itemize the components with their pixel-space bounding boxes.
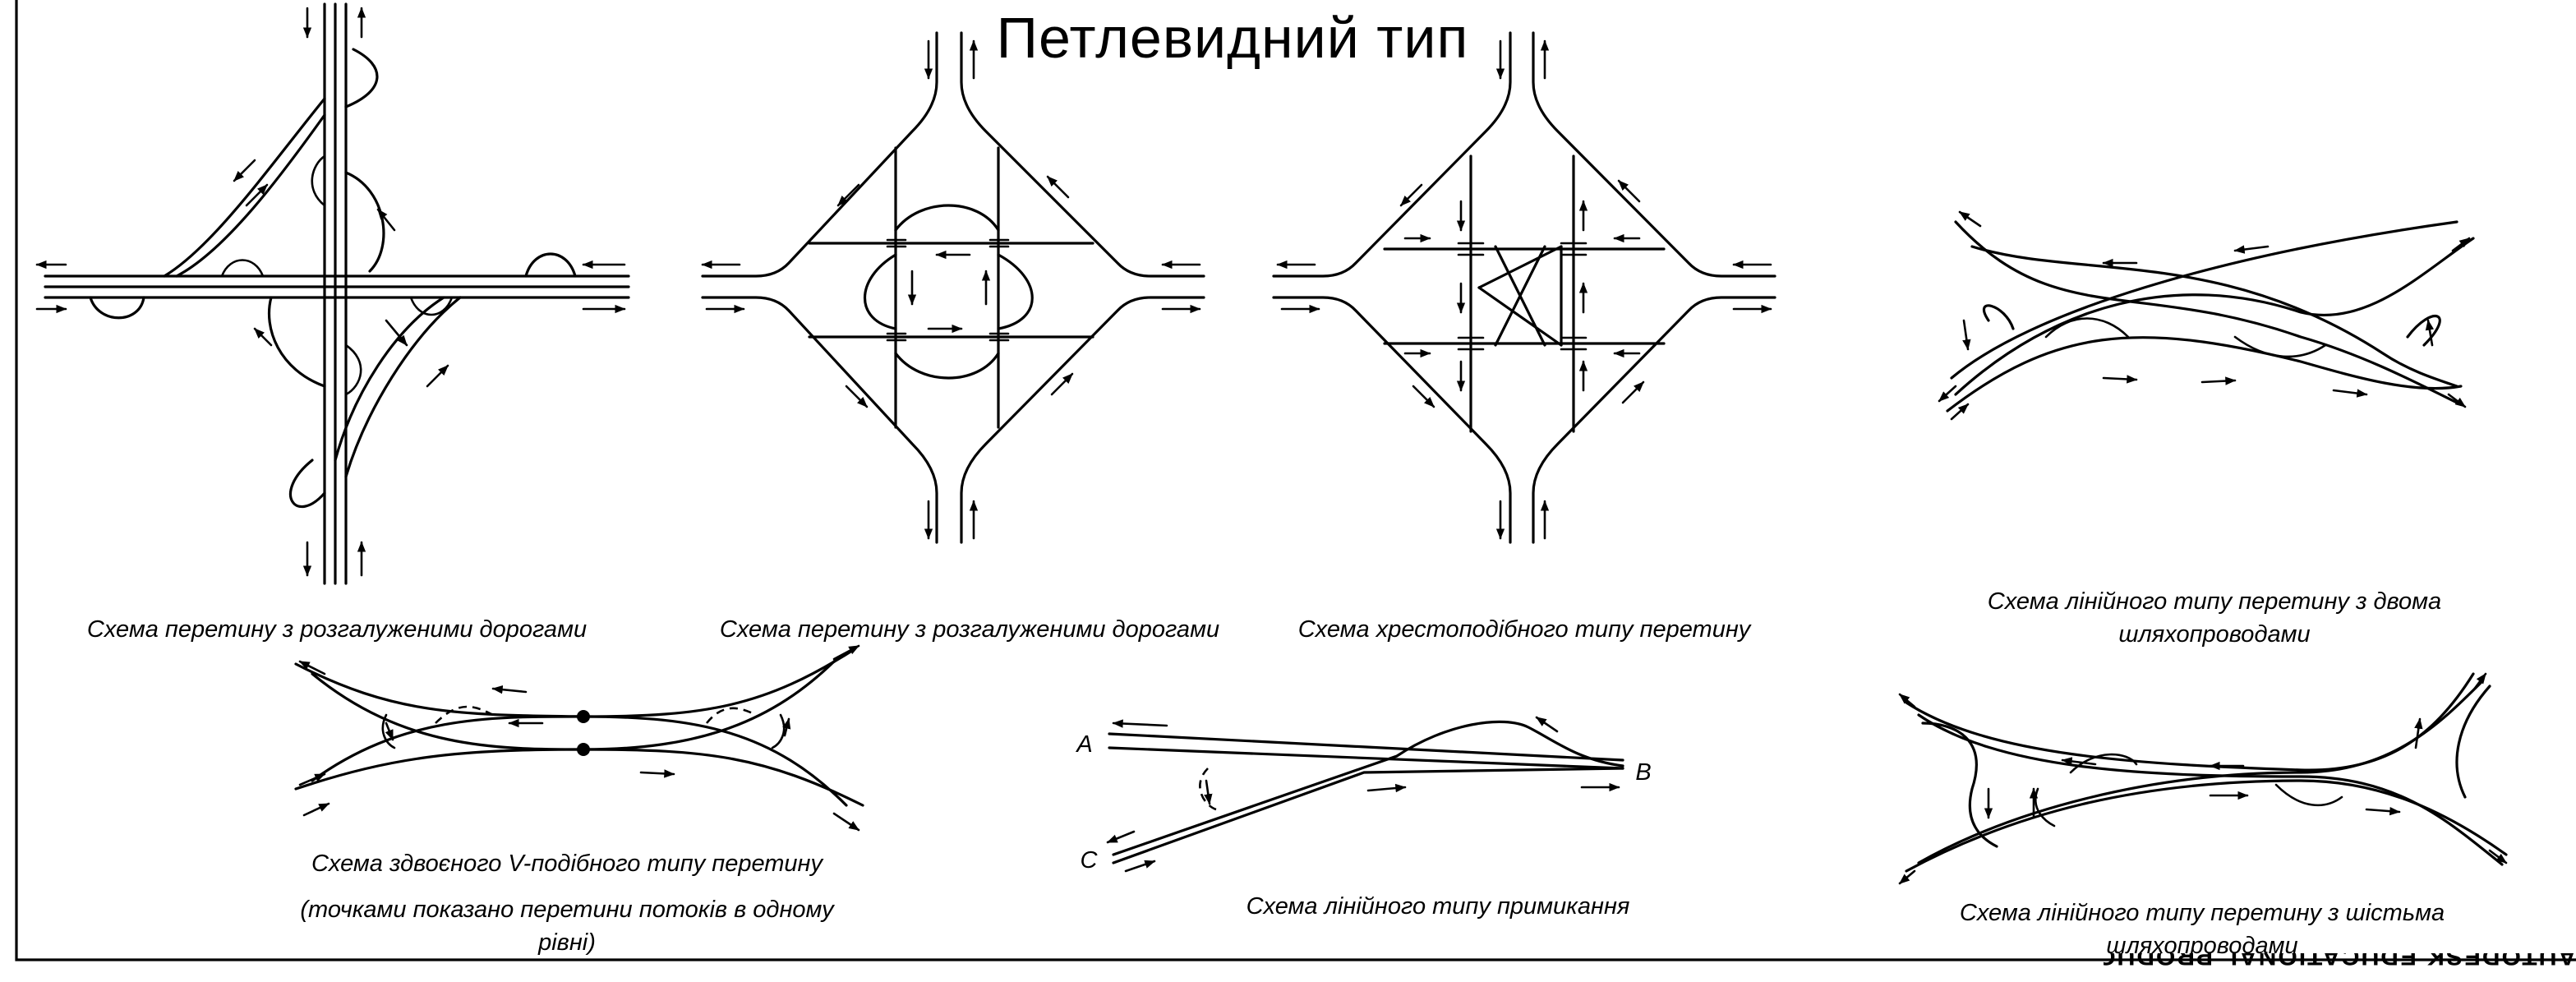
diagram-cross-type <box>1272 31 1776 544</box>
caption-linear-junction: Схема лінійного типу примикання <box>1246 893 1630 920</box>
diagram-linear-two-overpasses <box>1938 210 2475 421</box>
watermark-stamp: AUTODESK EDUCATIONAL PRODUCT <box>2104 953 2576 978</box>
caption-branched-roads-1: Схема перетину з розгалуженими дорогами <box>86 616 588 643</box>
diagram-double-v-type <box>294 644 864 832</box>
watermark-text: AUTODESK EDUCATIONAL PRODUCT <box>2104 953 2576 970</box>
diagram-linear-junction <box>1106 716 1624 873</box>
caption-linear-two-overpasses: Схема лінійного типу перетину з двома шл… <box>1987 588 2442 648</box>
label-point-c: C <box>1080 847 1098 874</box>
diagram-branched-roads-2 <box>701 31 1205 544</box>
caption-linear-six-overpasses: Схема лінійного типу перетину з шістьма … <box>1959 900 2445 959</box>
sheet-frame <box>15 0 2576 961</box>
caption-double-v-note: (точками показано перетини потоків в одн… <box>300 897 834 956</box>
caption-branched-roads-2: Схема перетину з розгалуженими дорогами <box>719 616 1220 643</box>
diagram-branched-roads-1 <box>35 2 630 585</box>
label-point-b: B <box>1635 759 1652 786</box>
diagram-linear-six-overpasses <box>1898 672 2508 885</box>
caption-cross-type: Схема хрестоподібного типу перетину <box>1297 616 1751 643</box>
page-title: Петлевидний тип <box>996 6 1469 70</box>
caption-double-v-type: Схема здвоєного V-подібного типу перетин… <box>311 851 823 877</box>
label-point-a: A <box>1076 731 1093 758</box>
